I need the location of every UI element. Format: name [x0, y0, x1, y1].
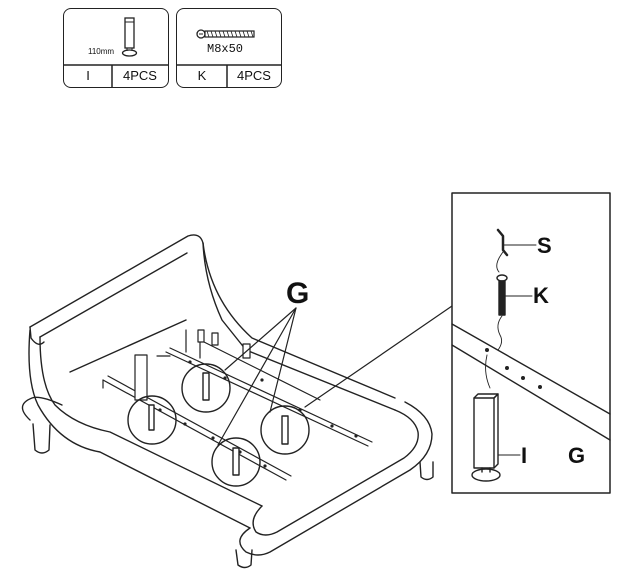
circled-legs — [127, 363, 310, 487]
bolt-part-id: K — [197, 68, 207, 83]
bolt-spec-label: M8x50 — [207, 42, 244, 56]
detail-group-label: G — [568, 443, 585, 468]
leg-callout-label: I — [521, 443, 527, 468]
group-callout-label: G — [286, 277, 309, 310]
bed-frame — [21, 234, 433, 556]
pointer-lines — [217, 305, 453, 446]
bolt-callout-label: K — [533, 283, 549, 308]
leg-size-label: 110mm — [88, 47, 115, 56]
leg-icon — [121, 17, 138, 57]
rail-holes — [158, 360, 358, 468]
part-card-lines — [64, 17, 168, 87]
leg-quantity: 4PCS — [123, 68, 157, 83]
screw-callout-label: S — [537, 233, 552, 258]
bolt-quantity: 4PCS — [237, 68, 271, 83]
detail-inset — [451, 192, 611, 494]
part-card-leg: 110mm I 4PCS — [63, 8, 169, 88]
leg-part-id: I — [86, 68, 90, 83]
bolt-icon — [196, 29, 255, 39]
part-card-bolt: M8x50 K 4PCS — [176, 8, 282, 88]
bed-legs — [32, 423, 434, 569]
part-card-lines — [177, 29, 281, 87]
